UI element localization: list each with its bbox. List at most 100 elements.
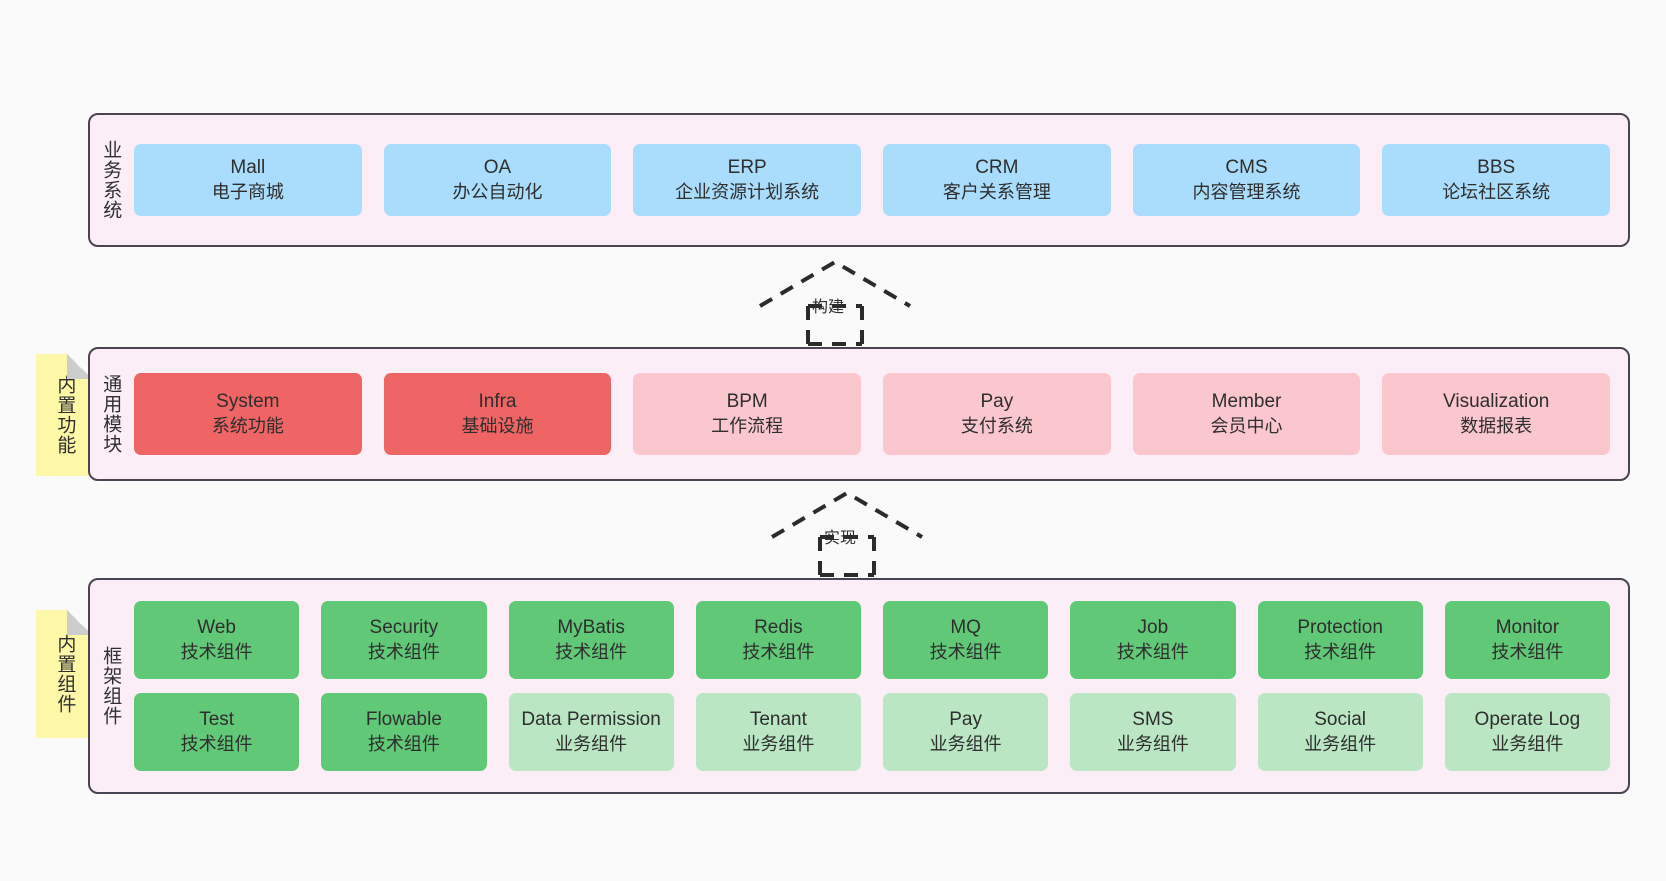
module-card-social[interactable]: Social 业务组件 [1257,693,1423,771]
module-card-title: Job [1137,617,1169,639]
module-card-subtitle: 业务组件 [555,733,628,754]
module-card-subtitle: 会员中心 [1210,415,1283,436]
module-card-title: Pay [980,391,1014,413]
module-card-title: Social [1314,709,1366,731]
module-card-title: SMS [1132,709,1174,731]
module-card-subtitle: 业务组件 [1304,733,1377,754]
module-card-bbs[interactable]: BBS 论坛社区系统 [1382,144,1611,216]
module-card-title: MQ [950,617,981,639]
module-card-subtitle: 技术组件 [367,733,440,754]
module-card-infra[interactable]: Infra 基础设施 [383,373,612,455]
module-card-sms[interactable]: SMS 业务组件 [1070,693,1236,771]
layer-title-framework: 框架组件 [100,646,122,726]
module-card-subtitle: 企业资源计划系统 [675,181,820,202]
module-card-title: Operate Log [1474,709,1581,731]
connector-implement-label: 实现 [824,530,857,547]
module-card-visualization[interactable]: Visualization 数据报表 [1382,373,1611,455]
layer-body-common: System 系统功能 Infra 基础设施 BPM 工作流程 Pay 支付系统… [130,349,1628,479]
module-card-subtitle: 支付系统 [960,415,1033,436]
module-card-subtitle: 电子商城 [211,181,284,202]
module-card-subtitle: 基础设施 [461,415,534,436]
layer-body-framework: Web 技术组件 Security 技术组件 MyBatis 技术组件 Redi… [130,580,1628,792]
layer-common-modules: 通用模块 System 系统功能 Infra 基础设施 BPM 工作流程 Pay… [88,347,1630,481]
module-card-subtitle: 业务组件 [1116,733,1189,754]
module-card-subtitle: 技术组件 [555,641,628,662]
module-card-tenant[interactable]: Tenant 业务组件 [695,693,861,771]
module-card-title: ERP [727,157,767,179]
module-card-title: Member [1211,391,1282,413]
module-card-subtitle: 工作流程 [711,415,784,436]
module-card-member[interactable]: Member 会员中心 [1132,373,1361,455]
module-card-subtitle: 技术组件 [180,733,253,754]
layer-row: Mall 电子商城 OA 办公自动化 ERP 企业资源计划系统 CRM 客户关系… [134,144,1611,216]
module-card-system[interactable]: System 系统功能 [134,373,362,455]
module-card-subtitle: 技术组件 [180,641,253,662]
layer-title-common: 通用模块 [100,374,122,454]
note-tag-builtin-components: 内置组件 [36,610,92,738]
connector-build-label: 构建 [812,299,845,316]
module-card-crm[interactable]: CRM 客户关系管理 [883,144,1111,216]
module-card-web[interactable]: Web 技术组件 [134,601,300,679]
layer-business-systems: 业务系统 Mall 电子商城 OA 办公自动化 ERP 企业资源计划系统 CRM… [88,113,1630,247]
module-card-subtitle: 技术组件 [742,641,815,662]
layer-title-business: 业务系统 [100,140,122,220]
note-tag-builtin-features: 内置功能 [36,354,92,476]
module-card-data-permission[interactable]: Data Permission 业务组件 [508,693,674,771]
module-card-operate-log[interactable]: Operate Log 业务组件 [1444,693,1610,771]
module-card-subtitle: 论坛社区系统 [1442,181,1551,202]
layer-row: Test 技术组件 Flowable 技术组件 Data Permission … [134,693,1610,771]
module-card-subtitle: 业务组件 [929,733,1002,754]
module-card-test[interactable]: Test 技术组件 [134,693,300,771]
module-card-mybatis[interactable]: MyBatis 技术组件 [508,601,674,679]
module-card-pay[interactable]: Pay 支付系统 [883,373,1111,455]
module-card-oa[interactable]: OA 办公自动化 [383,144,612,216]
module-card-subtitle: 技术组件 [1304,641,1377,662]
module-card-title: Web [197,617,236,639]
module-card-title: Mall [230,157,266,179]
layer-row: Web 技术组件 Security 技术组件 MyBatis 技术组件 Redi… [134,601,1610,679]
module-card-subtitle: 技术组件 [367,641,440,662]
module-card-title: BPM [726,391,768,413]
module-card-bpm[interactable]: BPM 工作流程 [633,373,862,455]
layer-row: System 系统功能 Infra 基础设施 BPM 工作流程 Pay 支付系统… [134,373,1611,455]
module-card-title: CRM [975,157,1019,179]
module-card-title: Test [199,709,235,731]
module-card-title: Security [369,617,439,639]
module-card-redis[interactable]: Redis 技术组件 [695,601,861,679]
module-card-title: Pay [949,709,982,731]
module-card-title: Monitor [1495,617,1560,639]
module-card-title: MyBatis [557,617,625,639]
module-card-title: Protection [1297,617,1383,639]
module-card-mall[interactable]: Mall 电子商城 [134,144,362,216]
module-card-subtitle: 办公自动化 [452,181,543,202]
module-card-subtitle: 业务组件 [742,733,815,754]
module-card-title: CMS [1225,157,1268,179]
module-card-erp[interactable]: ERP 企业资源计划系统 [633,144,862,216]
module-card-title: BBS [1477,157,1516,179]
module-card-subtitle: 业务组件 [1491,733,1564,754]
layer-framework-components: 框架组件 Web 技术组件 Security 技术组件 MyBatis 技术组件… [88,578,1630,794]
module-card-protection[interactable]: Protection 技术组件 [1257,601,1423,679]
module-card-flowable[interactable]: Flowable 技术组件 [321,693,487,771]
module-card-title: OA [483,157,512,179]
module-card-monitor[interactable]: Monitor 技术组件 [1444,601,1610,679]
layer-body-business: Mall 电子商城 OA 办公自动化 ERP 企业资源计划系统 CRM 客户关系… [130,115,1628,245]
module-card-mq[interactable]: MQ 技术组件 [883,601,1049,679]
module-card-job[interactable]: Job 技术组件 [1070,601,1236,679]
module-card-subtitle: 客户关系管理 [942,181,1051,202]
module-card-subtitle: 数据报表 [1460,415,1533,436]
module-card-subtitle: 技术组件 [1491,641,1564,662]
module-card-title: Data Permission [521,709,661,731]
module-card-subtitle: 技术组件 [929,641,1002,662]
module-card-cms[interactable]: CMS 内容管理系统 [1132,144,1361,216]
module-card-title: Tenant [749,709,807,731]
module-card-pay-business[interactable]: Pay 业务组件 [883,693,1049,771]
module-card-subtitle: 内容管理系统 [1192,181,1301,202]
module-card-title: Flowable [365,709,442,731]
module-card-security[interactable]: Security 技术组件 [321,601,487,679]
module-card-title: Redis [754,617,803,639]
module-card-title: Infra [478,391,517,413]
module-card-title: System [216,391,280,413]
module-card-title: Visualization [1443,391,1550,413]
